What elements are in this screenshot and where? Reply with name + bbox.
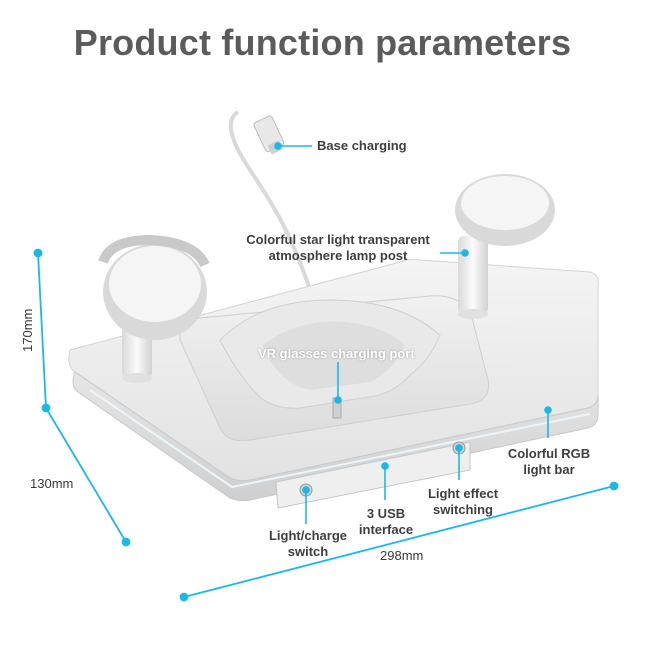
label-base-charging: Base charging bbox=[317, 138, 407, 153]
label-light-effect-line2: switching bbox=[433, 502, 493, 517]
label-rgb-bar-line1: Colorful RGB bbox=[507, 446, 591, 461]
label-lamp-post-line1: Colorful star light transparent bbox=[246, 232, 430, 247]
label-light-effect: Light effect switching bbox=[418, 486, 508, 518]
label-light-effect-line1: Light effect bbox=[427, 486, 499, 501]
label-light-charge-line1: Light/charge bbox=[268, 528, 347, 543]
usb-plug bbox=[253, 115, 285, 155]
label-rgb-bar: Colorful RGB light bar bbox=[504, 446, 594, 478]
label-usb: 3 USB interface bbox=[348, 506, 424, 538]
left-post-cap bbox=[122, 373, 152, 383]
dimension-height: 170mm bbox=[20, 308, 35, 352]
label-lamp-post: Colorful star light transparent atmosphe… bbox=[238, 232, 438, 264]
rgb-light-bar bbox=[89, 389, 591, 489]
label-light-charge: Light/charge switch bbox=[260, 528, 356, 560]
page-title: Product function parameters bbox=[73, 22, 572, 63]
dimension-lines bbox=[33, 248, 619, 602]
right-post-cap bbox=[458, 309, 488, 319]
right-controller-ring bbox=[455, 174, 555, 246]
dimension-width: 298mm bbox=[380, 548, 424, 563]
label-usb-line1: 3 USB bbox=[366, 506, 406, 521]
label-light-charge-line2: switch bbox=[287, 544, 329, 559]
callout-lines bbox=[274, 142, 552, 524]
label-usb-line2: interface bbox=[358, 522, 414, 537]
dimension-depth: 130mm bbox=[30, 476, 74, 491]
label-rgb-bar-line2: light bar bbox=[523, 462, 575, 477]
label-vr-port: VR glasses charging port bbox=[258, 346, 415, 361]
usb-cable bbox=[228, 110, 312, 291]
right-lamp-post bbox=[458, 236, 488, 314]
left-controller-ring bbox=[98, 234, 210, 340]
cradle-inner bbox=[262, 321, 405, 390]
label-lamp-post-line2: atmosphere lamp post bbox=[268, 248, 408, 263]
port-panel bbox=[275, 441, 471, 509]
